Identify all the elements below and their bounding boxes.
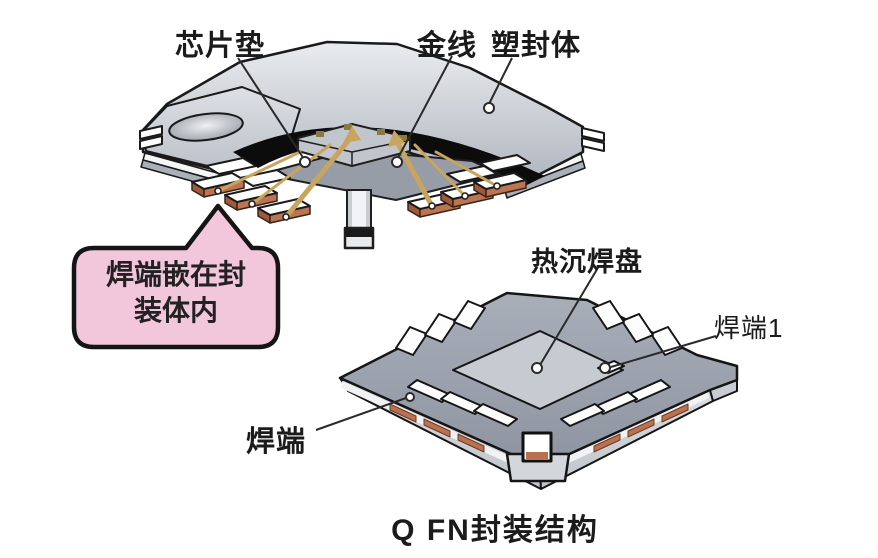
terminal-land: [446, 165, 498, 183]
leader-gold-wire: [397, 55, 453, 159]
leader-dot-heatsink: [531, 362, 543, 374]
bond-wire: [216, 150, 302, 193]
label-molding-body: 塑封体: [491, 30, 582, 62]
lands-lower-right: [560, 379, 671, 427]
bond-stitch: [316, 131, 324, 137]
wire-arrowhead: [388, 130, 405, 147]
leader-terminal: [315, 397, 407, 431]
callout-line-2: 装体内: [133, 295, 218, 326]
lands-upper-left: [395, 300, 486, 356]
leader-dot-gold-wire: [391, 156, 403, 168]
label-gold-wire: 金线: [417, 30, 478, 62]
label-terminal: 焊端: [246, 426, 307, 458]
bond-stitch: [344, 124, 352, 130]
bond-wire: [250, 143, 332, 206]
index-notch-copper: [526, 452, 548, 459]
leader-dot-terminal1: [599, 362, 611, 374]
leader-terminal1: [610, 335, 717, 368]
tip-tab: [581, 127, 605, 142]
leader-heatsink: [539, 265, 600, 366]
wire-arrowhead: [343, 126, 361, 143]
label-chip-pad: 芯片垫: [175, 30, 266, 62]
wire-ends: [214, 182, 501, 221]
callout-line-1: 焊端嵌在封: [105, 259, 246, 290]
tie-bar-endcap-shadow: [346, 229, 372, 237]
leader-chip-pad: [237, 57, 305, 160]
tie-bar-face: [352, 191, 366, 229]
tip-tab: [581, 137, 605, 152]
leader-molding: [488, 57, 513, 105]
terminal-pads-right: [407, 172, 527, 218]
label-heatsink-pad: 热沉焊盘: [531, 247, 643, 277]
bond-wire: [283, 133, 355, 220]
bond-wire: [434, 150, 499, 188]
leader-dot-molding: [483, 102, 495, 114]
terminal-land: [239, 169, 291, 187]
diagram-caption: Q FN封装结构: [391, 514, 599, 547]
bond-stitch: [399, 135, 407, 141]
label-terminal-1: 焊端1: [714, 313, 784, 343]
bottom-figure: [338, 291, 739, 490]
callout-bubble: [71, 203, 281, 350]
tip-tab: [139, 125, 163, 140]
saw-street-strip: [542, 392, 709, 475]
leader-dot-chip-pad: [299, 156, 311, 168]
pin1-dimple: [168, 112, 244, 142]
leader-lines: [237, 55, 717, 431]
copper-edge-slivers: [389, 403, 689, 453]
callout-text: 焊端嵌在封 装体内: [74, 257, 278, 329]
terminal-land: [205, 157, 257, 175]
bond-wire: [413, 143, 467, 198]
bond-stitch: [377, 129, 385, 135]
lands-lower-left: [407, 379, 518, 427]
leader-dot-terminal: [405, 392, 415, 402]
tip-tab: [139, 135, 163, 150]
top-figure: [139, 40, 605, 250]
